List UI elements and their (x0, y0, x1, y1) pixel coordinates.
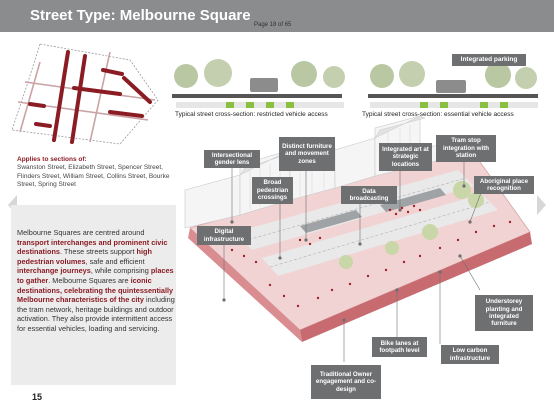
callout-understorey-planting: Understorey planting and integrated furn… (475, 295, 533, 331)
callout-integrated-art: Integrated art at strategic locations (379, 143, 432, 171)
callout-low-carbon-infrastructure: Low carbon infrastructure (441, 345, 499, 364)
callout-aboriginal-place-recognition: Aboriginal place recognition (474, 176, 534, 194)
callout-traditional-owner-engagement: Traditional Owner engagement and co-desi… (311, 365, 381, 399)
page-title: Street Type: Melbourne Square (30, 7, 251, 24)
callout-data-broadcasting: Data broadcasting (341, 186, 397, 204)
callout-tram-stop-integration: Tram stop integration with station (436, 135, 496, 162)
essential-access-label: Typical street cross-section: essential … (362, 111, 514, 118)
applies-to-sections: Applies to sections of: Swanston Street,… (17, 156, 177, 190)
page-header: Street Type: Melbourne Square (0, 0, 554, 32)
callout-broad-pedestrian-crossings: Broad pedestrian crossings (252, 177, 293, 204)
applies-streets: Swanston Street, Elizabeth Street, Spenc… (17, 164, 170, 189)
callout-distinct-furniture: Distinct furniture and movement zones (279, 137, 335, 171)
cross-section-restricted (172, 59, 345, 108)
applies-title: Applies to sections of: (17, 156, 87, 163)
restricted-access-label: Typical street cross-section: restricted… (175, 111, 328, 118)
description-text: Melbourne Squares are centred around tra… (17, 228, 175, 333)
next-page-arrow-icon[interactable] (537, 195, 546, 215)
callout-bike-lanes: Bike lanes at footpath level (372, 337, 427, 357)
integrated-parking-badge: Integrated parking (452, 54, 526, 66)
page-indicator: Page 18 of 65 (254, 22, 292, 28)
description-panel (11, 205, 176, 385)
cross-section-essential (368, 61, 538, 108)
page-number: 15 (32, 392, 43, 402)
callout-intersectional-gender-lens: Intersectional gender lens (204, 150, 260, 168)
street-map (11, 43, 159, 145)
callout-digital-infrastructure: Digital infrastructure (197, 226, 251, 245)
